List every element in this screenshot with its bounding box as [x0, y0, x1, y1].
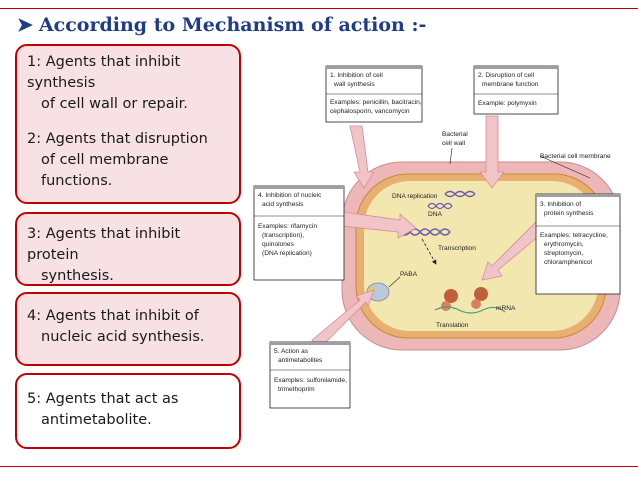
box1-example-2: cephalosporin, vancomycin: [330, 108, 410, 115]
top-divider: [0, 8, 638, 9]
box-membrane-function: 2. Disruption of cell membrane function …: [473, 65, 559, 115]
arrow-nucleic-acid: [341, 211, 417, 239]
box3-title-2: protein synthesis: [544, 210, 594, 217]
box2-title-2: membrane function: [482, 81, 539, 88]
box5-title-1: 5. Action as: [274, 348, 309, 355]
paba-pointer: [388, 276, 401, 288]
dna-strand-mid-2: [427, 202, 453, 210]
category-3-line-2: synthesis.: [41, 268, 114, 285]
category-1-line-2: of cell wall or repair.: [41, 96, 188, 113]
dna-strand-left-2: [399, 228, 451, 236]
dna-strand-top: [444, 190, 476, 198]
mechanism-diagram: 1. Inhibition of cell wall synthesis Exa…: [253, 65, 621, 409]
category-2-line-2: of cell membrane functions.: [41, 152, 169, 190]
box5-title-2: antimetabolites: [278, 357, 323, 364]
arrow-antimetabolite: [311, 289, 375, 349]
box4-example-2: (transcription),: [262, 232, 304, 239]
category-4-line-2: nucleic acid synthesis.: [41, 329, 205, 346]
arrow-bullet-icon: ➤: [17, 14, 33, 36]
category-box-5: 5: Agents that act as antimetabolite.: [15, 373, 241, 449]
dna-strand-mid: [427, 202, 453, 210]
box4-example-1: Examples: rifamycin: [258, 223, 317, 230]
label-dna: DNA: [428, 211, 443, 218]
label-paba: PABA: [400, 271, 418, 278]
box3-example-1: Examples: tetracycline,: [540, 232, 608, 239]
category-5-line-2: antimetabolite.: [41, 412, 152, 429]
box1-title-2: wall synthesis: [333, 81, 375, 88]
label-translation: Translation: [436, 322, 469, 329]
ribosome-2-large: [474, 287, 488, 301]
box2-title-1: 2. Disruption of cell: [478, 72, 535, 79]
category-box-4: 4: Agents that inhibit of nucleic acid s…: [15, 292, 241, 366]
category-box-1-2: 1: Agents that inhibit synthesis of cell…: [15, 44, 241, 204]
pointer-cell-membrane: [539, 155, 591, 179]
box3-example-3: streptomycin,: [544, 250, 583, 257]
pointer-cell-wall: [449, 147, 453, 165]
label-bacterial-cell-wall-1: Bacterial: [442, 131, 468, 138]
arrow-cell-membrane: [479, 115, 505, 189]
box3-example-2: erythromycin,: [544, 241, 584, 248]
box3-example-4: chloramphenicol: [544, 259, 593, 266]
ribosome-1-large: [444, 289, 458, 303]
box4-title-1: 4. Inhibition of nucleic: [258, 192, 322, 199]
label-mrna: mRNA: [496, 305, 516, 312]
box-antimetabolites: 5. Action as antimetabolites Examples: s…: [269, 341, 351, 409]
category-4-line-1: 4: Agents that inhibit of: [27, 308, 199, 324]
category-5-line-1: 5: Agents that act as: [27, 391, 179, 407]
label-dna-replication: DNA replication: [392, 193, 438, 200]
box5-example-2: trimethoprim: [278, 386, 315, 393]
category-3-line-1: 3: Agents that inhibit protein: [27, 226, 181, 264]
page-title: ➤According to Mechanism of action :-: [17, 14, 426, 36]
arrow-cell-wall: [349, 125, 375, 189]
box4-example-3: quinolones: [262, 241, 295, 248]
ribosome-2-small: [471, 299, 481, 309]
box-protein-synthesis: 3. Inhibition of protein synthesis Examp…: [535, 193, 621, 295]
box4-title-2: acid synthesis: [262, 201, 304, 208]
box5-example-1: Examples: sulfonilamide,: [274, 377, 347, 384]
label-bacterial-cell-membrane: Bacterial cell membrane: [540, 153, 611, 160]
ribosome-1-small: [441, 301, 451, 311]
category-1-line-1: 1: Agents that inhibit synthesis: [27, 54, 181, 92]
label-transcription: Transcription: [438, 245, 476, 252]
box3-title-1: 3. Inhibition of: [540, 201, 581, 208]
box-nucleic-acid-synthesis: 4. Inhibition of nucleic acid synthesis …: [253, 185, 345, 281]
bottom-divider: [0, 466, 638, 467]
box2-example-1: Example: polymyxin: [478, 100, 537, 107]
mrna-strand: [434, 306, 506, 314]
dna-strand-top-2: [444, 190, 476, 198]
box1-title-1: 1. Inhibition of cell: [330, 72, 383, 79]
box-cell-wall-synthesis: 1. Inhibition of cell wall synthesis Exa…: [325, 65, 423, 123]
page-title-text: According to Mechanism of action :-: [38, 14, 427, 36]
category-2-line-1: 2: Agents that disruption: [27, 131, 208, 148]
box4-example-4: (DNA replication): [262, 250, 312, 257]
category-box-3: 3: Agents that inhibit protein synthesis…: [15, 212, 241, 286]
label-bacterial-cell-wall-2: cell wall: [442, 140, 466, 147]
box1-example-1: Examples: penicillin, bacitracin,: [330, 99, 422, 106]
